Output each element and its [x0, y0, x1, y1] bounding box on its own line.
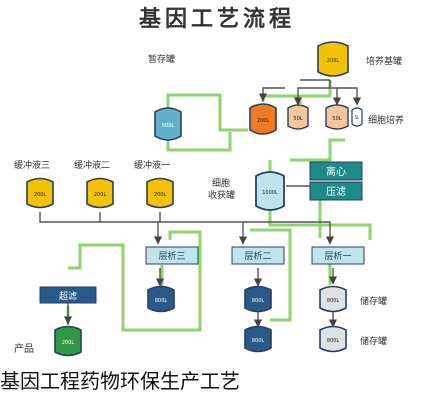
diagram-title: 基因工艺流程 [139, 6, 295, 32]
cell-collect-tank: 1000L [255, 171, 285, 211]
chrom-1-step: 层析一 [311, 246, 365, 265]
store-tank-1-volume: 800L [327, 298, 340, 304]
storage-tank: 500L [154, 107, 182, 141]
cell-collect-label-2: 收获罐 [208, 189, 235, 201]
buffer-1-volume: 200L [154, 192, 167, 198]
bioreactor-orange: 200L [249, 103, 277, 135]
product-tank: 200L [54, 325, 82, 357]
bioreactor-orange-volume: 200L [257, 118, 270, 124]
bioreactor-small-volume: 5L [355, 115, 361, 120]
chrom-2-step: 层析二 [231, 246, 285, 265]
culture-tank-label: 培养基罐 [366, 55, 402, 67]
ultrafilter-label: 超滤 [59, 290, 77, 302]
store-tank-1: 800L [319, 285, 347, 313]
dark-pipes [39, 79, 362, 328]
bioreactor-peach-volume: 50L [293, 116, 302, 122]
process-diagram: 基因工艺流程 [14, 6, 405, 357]
chrom-3-step: 层析三 [145, 246, 199, 265]
chrom-tank-a-volume: 800L [155, 298, 168, 304]
store-tank-1-label: 储存罐 [360, 295, 387, 307]
chrom-tank-a: 800L [147, 285, 175, 313]
product-label: 产品 [14, 342, 34, 355]
diagram-canvas: 基因工艺流程 [14, 6, 404, 357]
buffer-tank-2: 200L [86, 177, 114, 209]
ultrafilter-step: 超滤 [39, 286, 97, 304]
caption: 基因工程药物环保生产工艺 [0, 362, 435, 400]
storage-tank-label: 暂存罐 [148, 53, 175, 65]
filter-step: 压滤 [309, 181, 363, 201]
chrom-1-label: 层析一 [324, 250, 351, 262]
buffer-tank-3: 200L [26, 177, 54, 209]
store-tank-2: 800L [319, 325, 347, 353]
chrom-tank-b: 800L [244, 285, 272, 313]
culture-tank: 200L [317, 41, 349, 77]
store-tank-2-label: 储存罐 [360, 335, 387, 347]
bioreactor-peach-2-volume: 50L [332, 116, 341, 122]
chrom-tank-b-volume: 800L [252, 298, 265, 304]
storage-tank-volume: 500L [162, 123, 175, 129]
centrifuge-step: 离心 [309, 161, 363, 181]
bioreactor-small: 5L [351, 107, 363, 127]
chrom-tank-b2-volume: 800L [252, 338, 265, 344]
culture-tank-volume: 200L [327, 58, 340, 64]
buffer-tank-1: 200L [146, 177, 174, 209]
buffer-1-label: 缓冲液一 [134, 159, 170, 171]
cell-collect-label-1: 细胞 [212, 177, 230, 189]
chrom-3-label: 层析三 [158, 250, 185, 262]
buffer-3-label: 缓冲液三 [14, 159, 50, 171]
chrom-tank-b2: 800L [244, 325, 272, 353]
buffer-2-volume: 200L [94, 192, 107, 198]
bioreactor-peach-2: 50L [325, 104, 349, 130]
buffer-3-volume: 200L [34, 192, 47, 198]
store-tank-2-volume: 800L [327, 338, 340, 344]
centrifuge-label: 离心 [326, 165, 346, 178]
chrom-2-label: 层析二 [244, 250, 271, 262]
buffer-2-label: 缓冲液二 [74, 159, 110, 171]
cell-collect-volume: 1000L [262, 190, 278, 196]
filter-label: 压滤 [326, 185, 346, 198]
cell-culture-label: 细胞培养 [368, 114, 404, 126]
product-tank-volume: 200L [62, 340, 75, 346]
bioreactor-peach: 50L [287, 104, 309, 130]
